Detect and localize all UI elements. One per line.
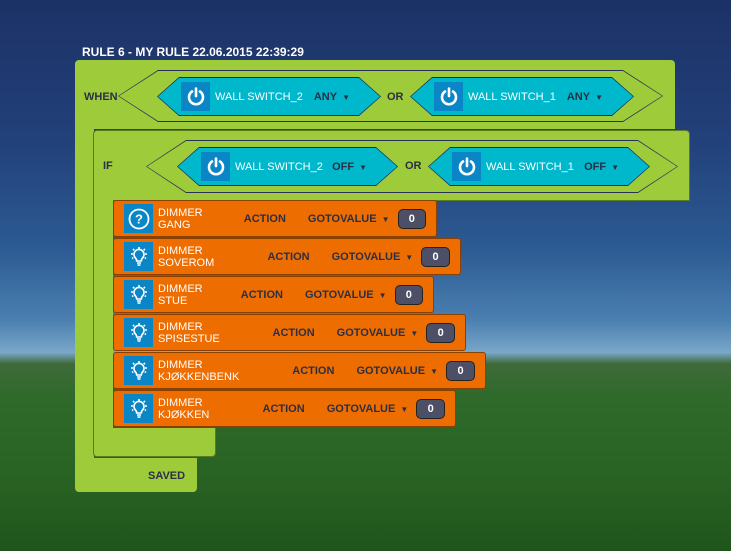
lightbulb-icon (124, 394, 153, 423)
when-condition-2[interactable]: WALL SWITCH_1 ANY ▼ (410, 77, 634, 116)
caret-down-icon: ▼ (405, 252, 414, 262)
command-dropdown[interactable]: GOTOVALUE ▼ (337, 327, 419, 339)
state-value: ANY (566, 90, 591, 103)
value-input[interactable]: 0 (421, 246, 450, 267)
lightbulb-icon (124, 242, 153, 271)
value-input[interactable]: 0 (394, 284, 423, 305)
if-block-spine (93, 200, 113, 430)
if-condition-1[interactable]: WALL SWITCH_2 OFF ▼ (177, 147, 398, 186)
value-input[interactable]: 0 (397, 208, 426, 229)
state-dropdown[interactable]: ANY ▼ (314, 91, 350, 103)
value-input[interactable]: 0 (446, 360, 475, 381)
action-label: ACTION (243, 212, 286, 225)
action-label: ACTION (292, 364, 335, 377)
caret-down-icon: ▼ (410, 328, 419, 338)
action-row[interactable]: DIMMER SPISESTUE ACTION GOTOVALUE ▼ 0 (113, 314, 466, 351)
caret-down-icon: ▼ (595, 92, 603, 102)
saved-status: SAVED (148, 470, 186, 482)
action-row[interactable]: DIMMER KJØKKEN ACTION GOTOVALUE ▼ 0 (113, 390, 456, 427)
device-name: DIMMER SPISESTUE (158, 320, 220, 345)
action-row[interactable]: ? DIMMER GANG ACTION GOTOVALUE ▼ 0 (113, 200, 437, 237)
command-value: GOTOVALUE (356, 364, 426, 377)
state-dropdown[interactable]: OFF ▼ (584, 161, 619, 173)
caret-down-icon: ▼ (381, 214, 390, 224)
state-value: OFF (584, 160, 607, 173)
action-row[interactable]: DIMMER KJØKKENBENK ACTION GOTOVALUE ▼ 0 (113, 352, 486, 389)
power-icon (434, 82, 463, 111)
power-icon (201, 152, 230, 181)
value-input[interactable]: 0 (416, 398, 445, 419)
action-label: ACTION (272, 326, 315, 339)
state-value: ANY (313, 90, 338, 103)
question-icon: ? (124, 204, 153, 233)
value-input[interactable]: 0 (426, 322, 455, 343)
when-condition-1[interactable]: WALL SWITCH_2 ANY ▼ (157, 77, 381, 116)
caret-down-icon: ▼ (400, 404, 409, 414)
rule-title: RULE 6 - MY RULE 22.06.2015 22:39:29 (82, 45, 304, 59)
command-dropdown[interactable]: GOTOVALUE ▼ (356, 365, 438, 377)
if-block-footer (93, 428, 216, 457)
action-row[interactable]: DIMMER STUE ACTION GOTOVALUE ▼ 0 (113, 276, 434, 313)
command-dropdown[interactable]: GOTOVALUE ▼ (308, 213, 390, 225)
when-block-spine (75, 128, 94, 460)
caret-down-icon: ▼ (611, 162, 619, 172)
device-name: DIMMER KJØKKEN (158, 396, 210, 421)
caret-down-icon: ▼ (342, 92, 350, 102)
state-dropdown[interactable]: OFF ▼ (332, 161, 367, 173)
command-value: GOTOVALUE (336, 326, 406, 339)
action-label: ACTION (262, 402, 305, 415)
command-value: GOTOVALUE (326, 402, 396, 415)
device-name: WALL SWITCH_1 (486, 160, 574, 173)
power-icon (181, 82, 210, 111)
device-name: DIMMER SOVEROM (158, 244, 215, 269)
command-value: GOTOVALUE (307, 212, 377, 225)
device-name: DIMMER KJØKKENBENK (158, 358, 240, 383)
if-condition-2[interactable]: WALL SWITCH_1 OFF ▼ (428, 147, 650, 186)
lightbulb-icon (124, 356, 153, 385)
device-name: WALL SWITCH_2 (215, 90, 303, 103)
device-name: DIMMER GANG (158, 206, 203, 231)
saved-footer (75, 458, 197, 492)
state-dropdown[interactable]: ANY ▼ (567, 91, 603, 103)
svg-text:?: ? (135, 211, 143, 226)
action-label: ACTION (240, 288, 283, 301)
or-label: OR (387, 91, 404, 103)
caret-down-icon: ▼ (378, 290, 387, 300)
caret-down-icon: ▼ (430, 366, 439, 376)
device-name: WALL SWITCH_2 (235, 160, 323, 173)
command-dropdown[interactable]: GOTOVALUE ▼ (327, 403, 409, 415)
command-value: GOTOVALUE (304, 288, 374, 301)
caret-down-icon: ▼ (359, 162, 367, 172)
command-value: GOTOVALUE (331, 250, 401, 263)
command-dropdown[interactable]: GOTOVALUE ▼ (332, 251, 414, 263)
when-label: WHEN (84, 91, 118, 103)
device-name: WALL SWITCH_1 (468, 90, 556, 103)
action-label: ACTION (267, 250, 310, 263)
lightbulb-icon (124, 318, 153, 347)
command-dropdown[interactable]: GOTOVALUE ▼ (305, 289, 387, 301)
power-icon (452, 152, 481, 181)
action-row[interactable]: DIMMER SOVEROM ACTION GOTOVALUE ▼ 0 (113, 238, 461, 275)
if-label: IF (103, 160, 113, 172)
device-name: DIMMER STUE (158, 282, 203, 307)
or-label: OR (405, 160, 422, 172)
state-value: OFF (332, 160, 355, 173)
lightbulb-icon (124, 280, 153, 309)
